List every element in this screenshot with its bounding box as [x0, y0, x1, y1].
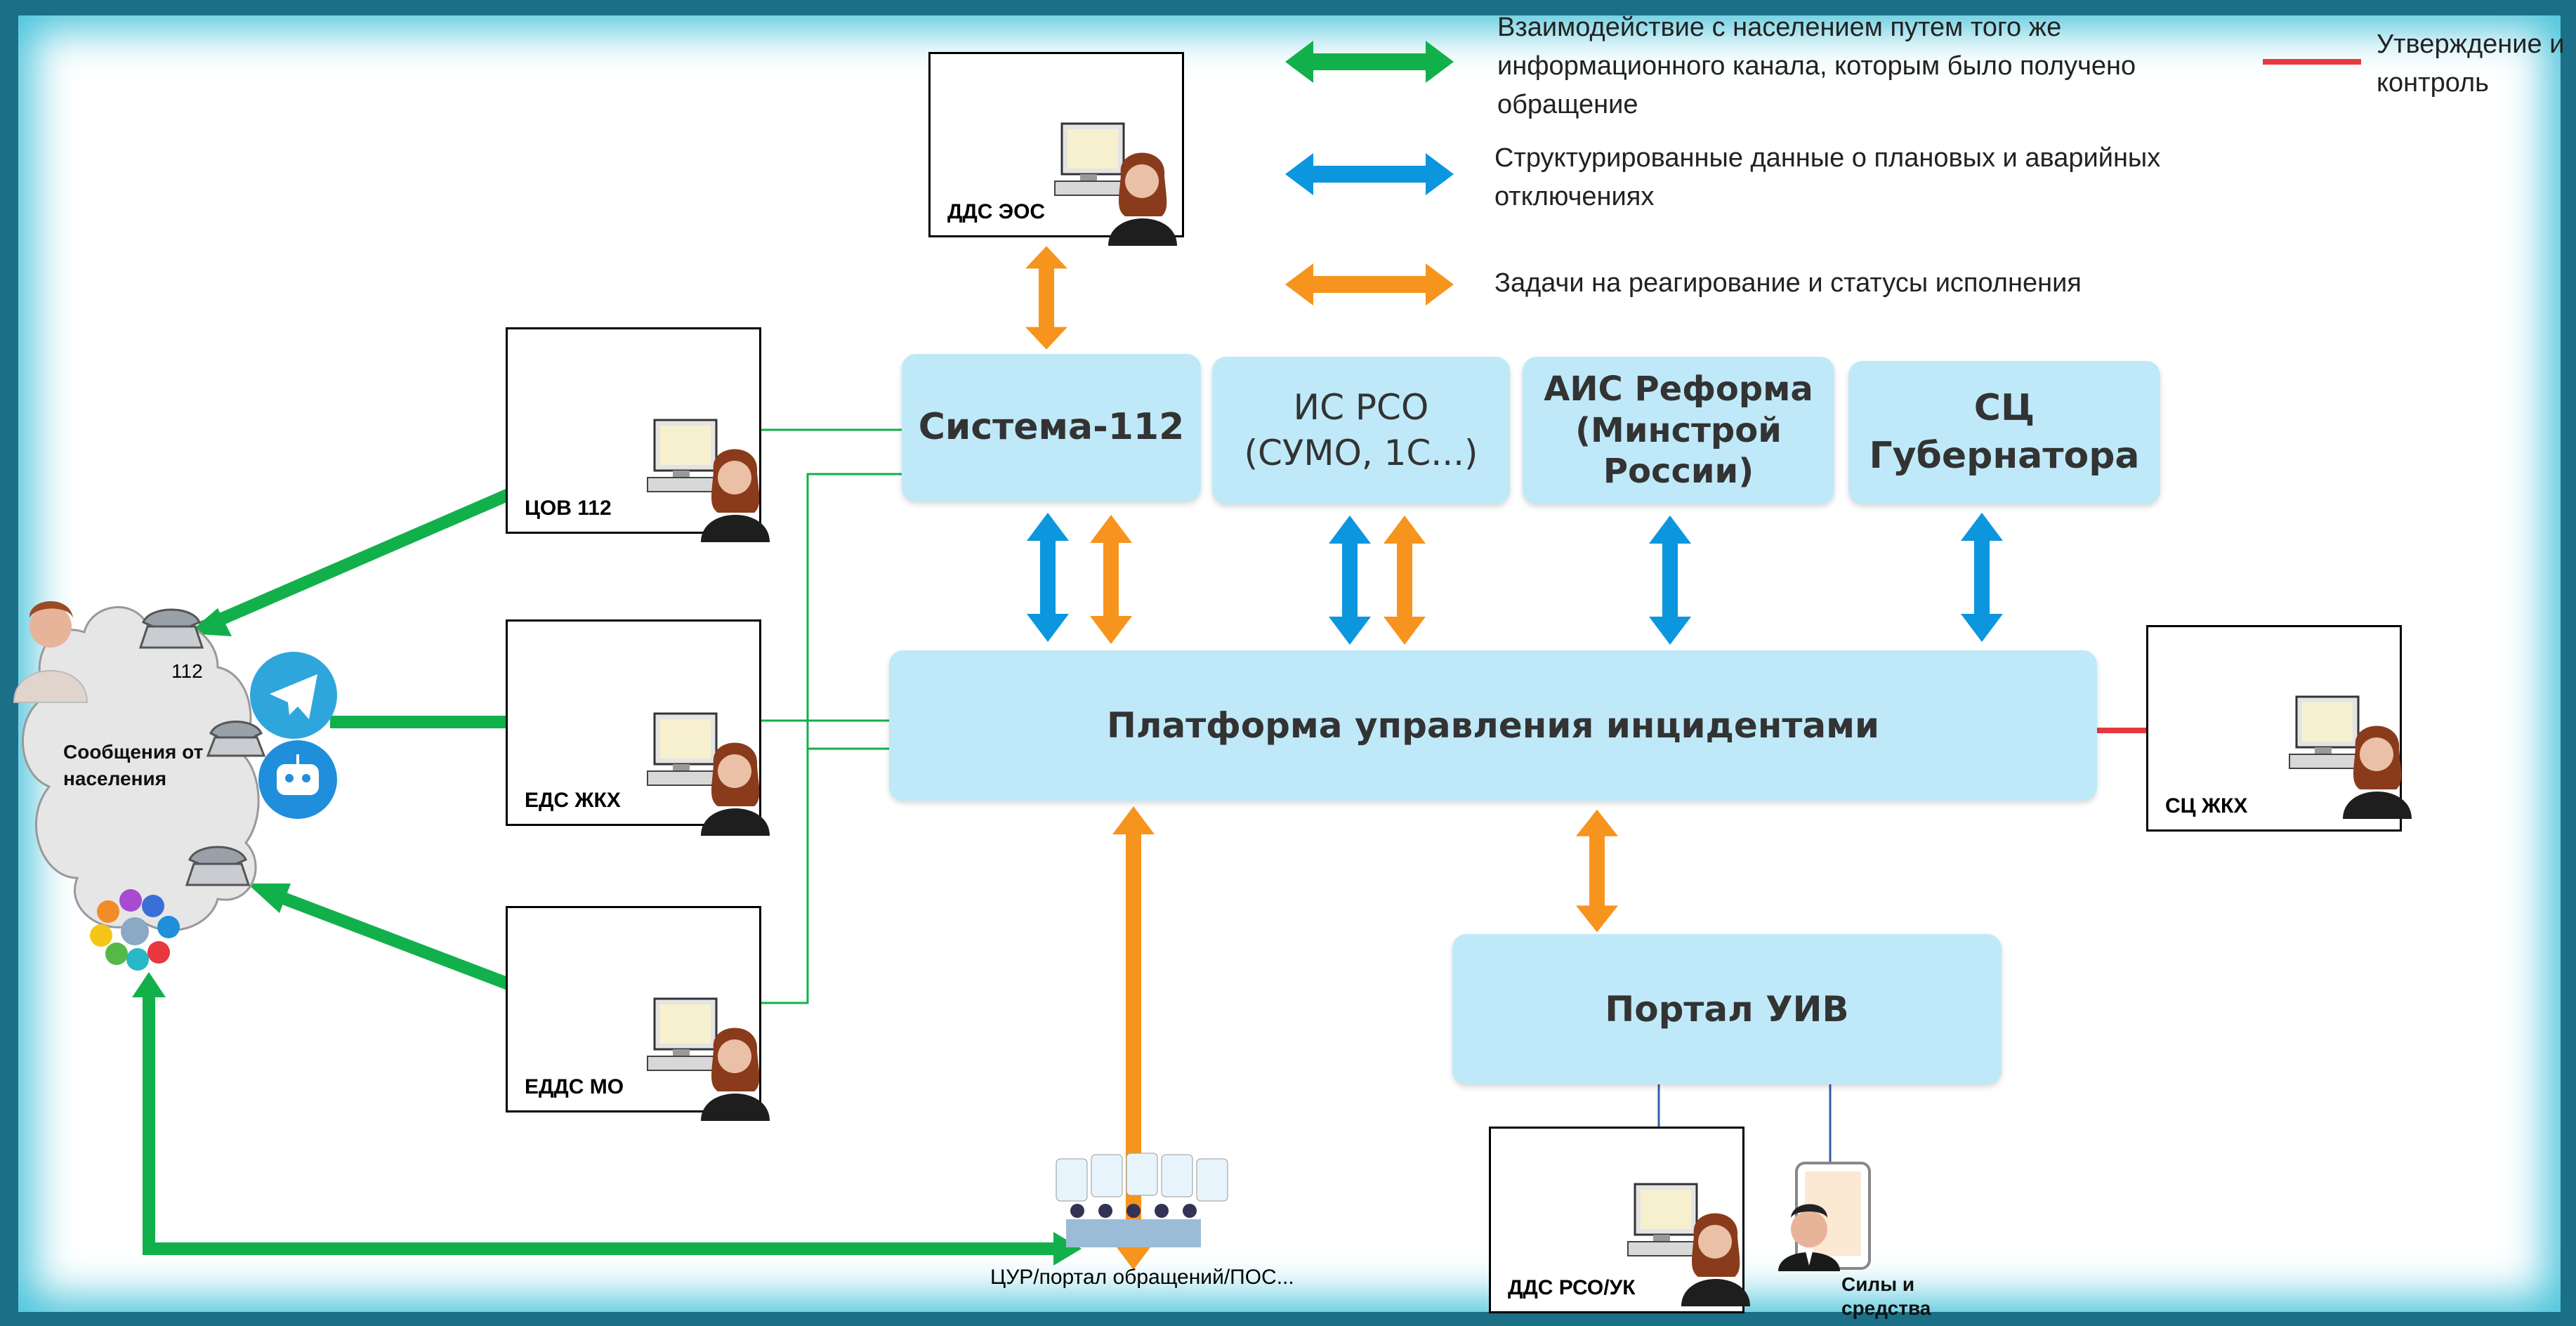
- operator-label-edds-mo: ЕДДС МО: [525, 1075, 624, 1098]
- node-is-rso: ИС РСО (СУМО, 1С...): [1212, 357, 1510, 504]
- legend-blue-arrow: [1285, 153, 1454, 195]
- phone-icon-2: [206, 721, 266, 757]
- legend-green-arrow: [1285, 41, 1454, 83]
- citizen-portal-icon: [1056, 1153, 1228, 1247]
- population-label: Сообщения от населения: [63, 741, 204, 789]
- phone-icon-3: [185, 846, 251, 886]
- citizen-portal-label: ЦУР/портал обращений/ПОС...: [990, 1266, 1294, 1289]
- node-sistema-112: Система-112: [902, 354, 1201, 501]
- legend-orange-arrow: [1285, 263, 1454, 306]
- legend-orange-text: Задачи на реагирование и статусы исполне…: [1494, 268, 2082, 298]
- node-platform: Платформа управления инцидентами: [889, 650, 2097, 801]
- phone-112-label: 112: [171, 660, 203, 682]
- chatbot-icon: [258, 740, 337, 819]
- operator-box-edds-mo: ЕДДС МО: [506, 906, 761, 1112]
- node-portal-uiv: Портал УИВ: [1452, 934, 2002, 1084]
- worker-icon: [1778, 1204, 1840, 1271]
- legend-red-text: Утверждение и контроль: [2377, 29, 2565, 98]
- social-icons-cluster: [90, 889, 180, 971]
- operator-box-dds-rso: ДДС РСО/УК: [1489, 1127, 1744, 1313]
- operator-box-sc-zhkh: СЦ ЖКХ: [2146, 625, 2402, 832]
- node-ais-reforma: АИС Реформа (Минстрой России): [1523, 357, 1834, 504]
- legend-green-text: Взаимодействие с населением путем того ж…: [1497, 13, 2136, 120]
- operator-label-eds-zhkh: ЕДС ЖКХ: [525, 789, 621, 812]
- forces-label: Силы и средства: [1841, 1273, 1931, 1319]
- telegram-icon: [250, 652, 337, 739]
- node-sc-governor: СЦ Губернатора: [1848, 361, 2160, 504]
- operator-box-eds-zhkh: ЕДС ЖКХ: [506, 619, 761, 826]
- legend-blue-text: Структурированные данные о плановых и ав…: [1494, 143, 2161, 212]
- operator-box-dds-eos: ДДС ЭОС: [928, 52, 1184, 237]
- operator-label-tsov112: ЦОВ 112: [525, 497, 612, 520]
- operator-label-dds-eos: ДДС ЭОС: [947, 200, 1046, 223]
- operator-box-tsov112: ЦОВ 112: [506, 327, 761, 534]
- phone-icon-112: [138, 608, 204, 649]
- operator-label-dds-rso: ДДС РСО/УК: [1508, 1276, 1636, 1299]
- person-icon: [13, 600, 88, 703]
- operator-label-sc-zhkh: СЦ ЖКХ: [2165, 794, 2248, 818]
